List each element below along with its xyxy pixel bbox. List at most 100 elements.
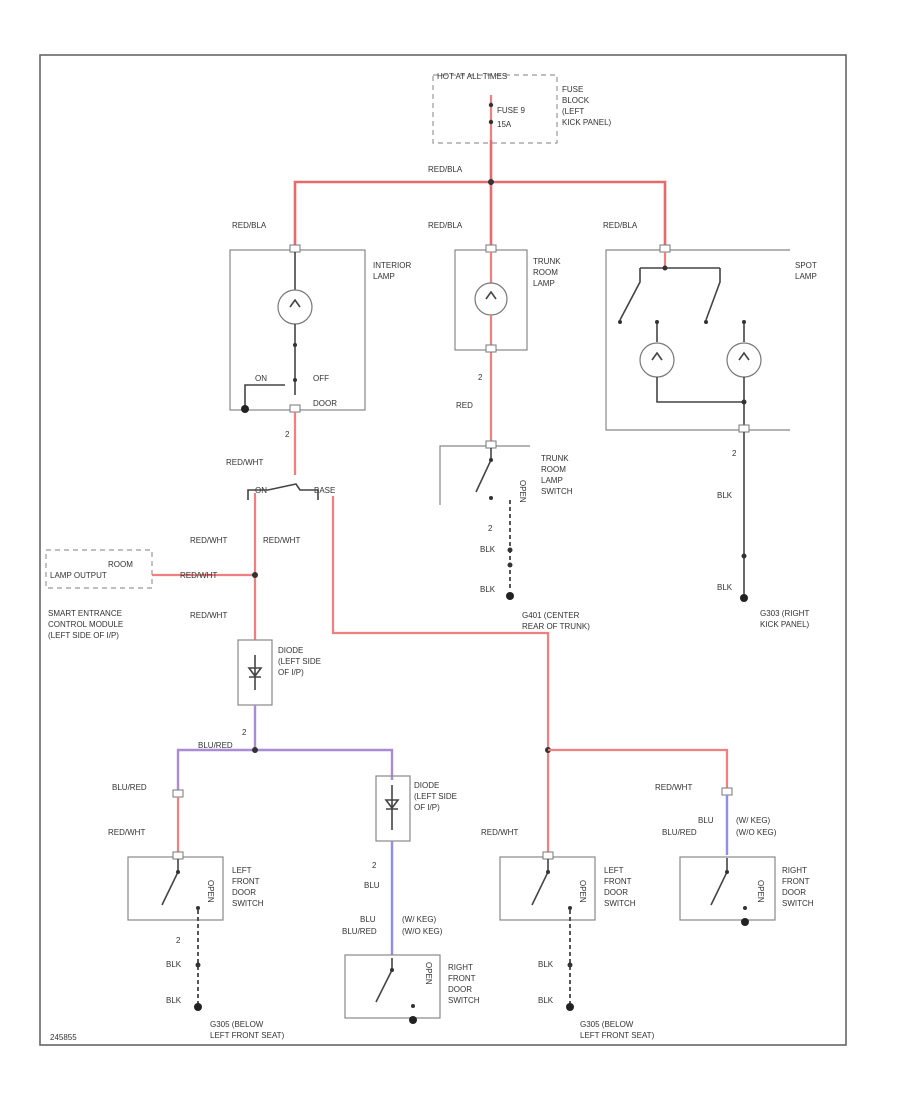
left-front-door-switch-1-icon <box>161 859 179 906</box>
wire-blu-2-label: BLU <box>360 915 376 924</box>
interior-lamp-box <box>229 249 366 411</box>
wire-red-label: RED <box>456 401 473 410</box>
wire-redwht-3-label: RED/WHT <box>263 536 300 545</box>
open-4-label: OPEN <box>756 880 765 903</box>
right-front-door-switch-2-box <box>679 856 776 921</box>
diode-1-icon <box>247 655 263 690</box>
wire-redwht-4-label: RED/WHT <box>180 571 217 580</box>
footer-code: 245855 <box>50 1033 77 1042</box>
wire-blk-2-label: BLK <box>480 585 496 594</box>
wo-keg-2-label: (W/O KEG) <box>402 927 443 936</box>
fuse-label: FUSE 9 <box>497 106 526 115</box>
wire-blk-3-label: BLK <box>717 491 733 500</box>
wire-blured-1-label: BLU/RED <box>198 741 233 750</box>
right-front-door-switch-1-box <box>344 954 441 1019</box>
wire-blk-8-label: BLK <box>538 996 554 1005</box>
interior-on-label: ON <box>255 374 267 383</box>
wire-blk-7-label: BLK <box>538 960 554 969</box>
right-ground-1-icon <box>409 1016 417 1024</box>
wire-blured-3-label: BLU/RED <box>342 927 377 936</box>
wo-keg-3-label: (W/ KEG) <box>736 816 771 825</box>
pin-2e-label: 2 <box>242 728 247 737</box>
trunk-ground-icon <box>506 592 514 600</box>
spot-ground-icon <box>740 594 748 602</box>
wire-redwht-1-label: RED/WHT <box>226 458 263 467</box>
smart-module-box <box>45 549 153 589</box>
pin-2f-label: 2 <box>372 861 377 870</box>
base-label: BASE <box>314 486 335 495</box>
wire-redwht-5-label: RED/WHT <box>190 611 227 620</box>
pin-2d-label: 2 <box>732 449 737 458</box>
wire-redwht-6-label: RED/WHT <box>108 828 145 837</box>
diode-2-icon <box>384 785 400 830</box>
spot-switch-left-icon <box>619 268 641 321</box>
wire-redbla-3-label: RED/BLA <box>603 221 638 230</box>
interior-lamp-bulb-icon <box>277 289 313 325</box>
wire-redwht-8-label: RED/WHT <box>481 828 518 837</box>
wire-blu-3-label: BLU <box>698 816 714 825</box>
spot-switch-right-icon <box>705 268 721 321</box>
trunk-switch-open-label: OPEN <box>518 480 527 503</box>
spot-lamp-box <box>605 249 790 431</box>
left-ground-1-icon <box>194 1003 202 1011</box>
wo-keg-4-label: (W/O KEG) <box>736 828 777 837</box>
interior-ground-icon <box>241 405 249 413</box>
right-front-door-switch-1-icon <box>375 958 393 1003</box>
left-front-door-switch-2-icon <box>531 859 549 906</box>
diagram-frame <box>39 54 847 1046</box>
junction-main <box>488 179 494 185</box>
interior-lamp-connector <box>289 244 301 253</box>
right-front-door-switch-2-icon <box>710 858 728 906</box>
wire-blu-1-label: BLU <box>364 881 380 890</box>
trunk-switch-box <box>439 445 530 505</box>
trunk-switch-icon <box>475 448 492 493</box>
wire-blk-1-label: BLK <box>480 545 496 554</box>
wire-blured-4-label: BLU/RED <box>662 828 697 837</box>
pin-2c-label: 2 <box>488 524 493 533</box>
wire-redwht-7-label: RED/WHT <box>655 783 692 792</box>
wire-blk-4-label: BLK <box>717 583 733 592</box>
interior-off-label: OFF <box>313 374 329 383</box>
wire-blured-2-label: BLU/RED <box>112 783 147 792</box>
spot-lamp-bulb-right-icon <box>726 342 762 378</box>
wire-blk-6-label: BLK <box>166 996 182 1005</box>
trunk-room-lamp-bulb-icon <box>474 282 508 316</box>
spot-lamp-bulb-left-icon <box>639 342 675 378</box>
wire-blk-5-label: BLK <box>166 960 182 969</box>
right-ground-2-icon <box>741 918 749 926</box>
fuse-amp-label: 15A <box>497 120 512 129</box>
hot-at-all-times-label: HOT AT ALL TIMES <box>437 72 507 81</box>
pin-2a-label: 2 <box>285 430 290 439</box>
open-2-label: OPEN <box>424 962 433 985</box>
wire-blured-bus <box>176 748 394 792</box>
wire-redwht-base <box>331 496 550 855</box>
fuse-icon <box>488 95 494 140</box>
open-1-label: OPEN <box>206 880 215 903</box>
interior-door-label: DOOR <box>313 399 337 408</box>
wire-redbla-main <box>293 140 667 246</box>
fuse-block-box <box>432 74 558 144</box>
wire-redbla-1-label: RED/BLA <box>232 221 267 230</box>
wire-redwht-2-label: RED/WHT <box>190 536 227 545</box>
pin-2b-label: 2 <box>478 373 483 382</box>
wire-redbla-main-label: RED/BLA <box>428 165 463 174</box>
wire-redbla-2-label: RED/BLA <box>428 221 463 230</box>
wo-keg-1-label: (W/ KEG) <box>402 915 437 924</box>
left-ground-2-icon <box>566 1003 574 1011</box>
